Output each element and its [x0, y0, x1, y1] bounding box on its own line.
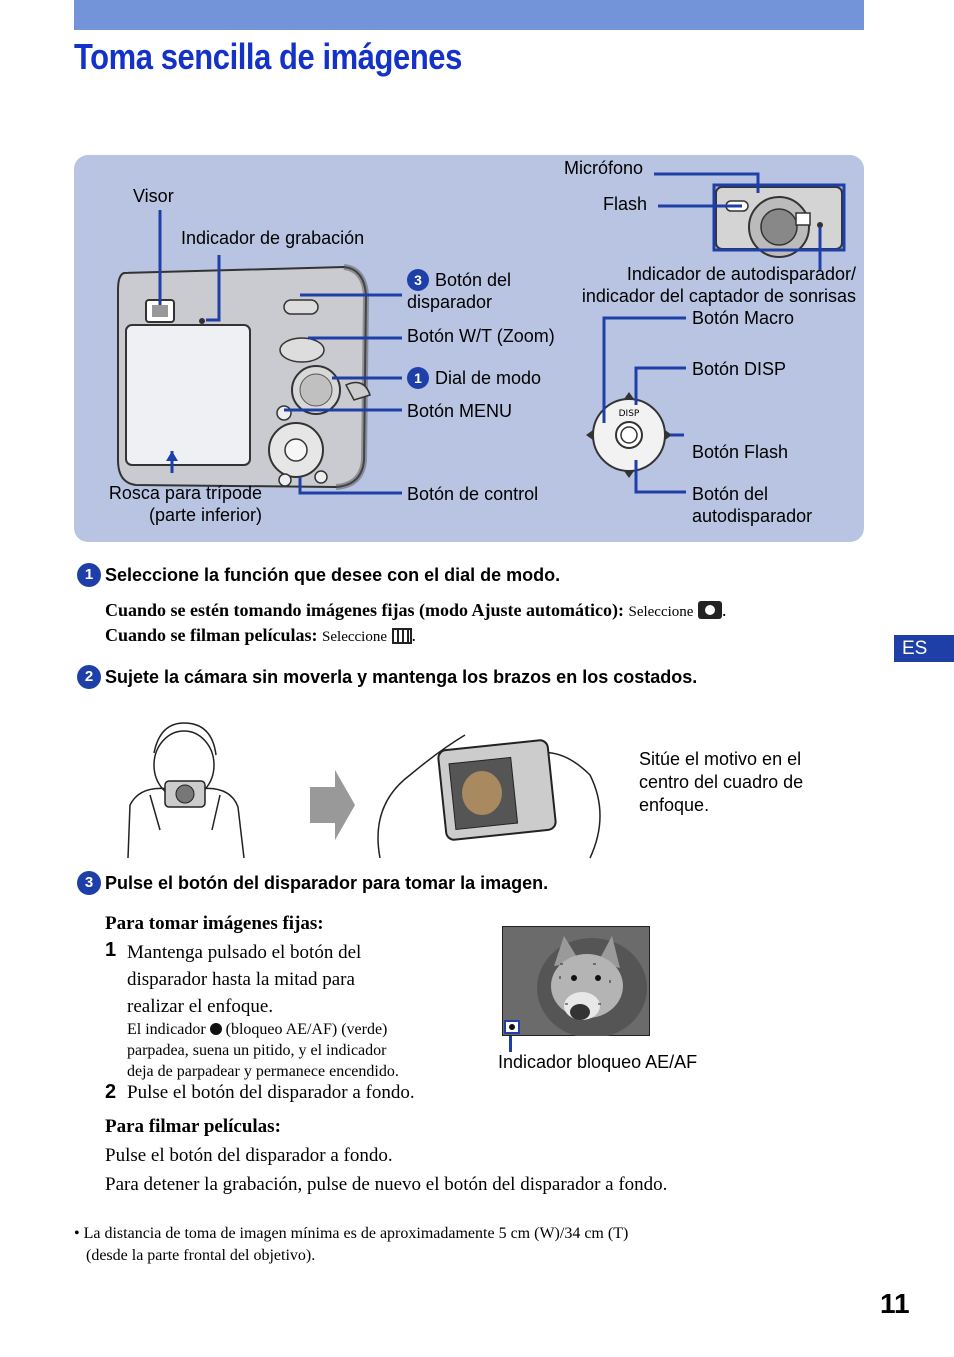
ae-leader-line [509, 1036, 512, 1052]
camera-diagram-art: DISP [117, 172, 846, 495]
item-2-text: Pulse el botón del disparador a fondo. [127, 1082, 415, 1103]
step-3-heading: Pulse el botón del disparador para tomar… [105, 873, 549, 893]
step-1-number: 1 [77, 563, 101, 587]
item-1-note: El indicador (bloqueo AE/AF) (verde) par… [127, 1021, 399, 1080]
peliculas-line-1: Pulse el botón del disparador a fondo. [105, 1145, 393, 1166]
camera-diagram-panel: DISP Visor Indicador de gra [74, 155, 864, 542]
label-indicador-autodisparador: Indicador de autodisparador/indicador de… [581, 264, 856, 306]
label-visor: Visor [133, 186, 174, 206]
focus-preview-image [502, 926, 650, 1036]
ae-af-label: Indicador bloqueo AE/AF [498, 1052, 698, 1072]
camera-front-illustration [715, 186, 843, 258]
language-tab: ES [894, 635, 954, 662]
movie-mode-icon [391, 628, 412, 644]
holding-camera-illustration [127, 722, 601, 859]
page-number: 11 [880, 1288, 910, 1319]
label-boton-control: Botón de control [407, 484, 539, 504]
arrow-icon [310, 770, 355, 840]
callout-number: 3 [407, 269, 429, 291]
fijas-title: Para tomar imágenes fijas: [105, 913, 324, 934]
peliculas-title: Para filmar películas: [105, 1116, 281, 1137]
item-2-number: 2 [105, 1081, 117, 1103]
label-indicador-grabacion: Indicador de grabación [181, 228, 365, 248]
footnote: • La distancia de toma de imagen mínima … [74, 1225, 629, 1264]
control-pad-illustration: DISP [586, 392, 672, 478]
label-boton-menu: Botón MENU [407, 401, 513, 421]
item-1-number: 1 [105, 939, 117, 961]
label-rosca-tripode: Rosca para trípode(parte inferior) [108, 483, 262, 525]
step-3-number: 3 [77, 871, 101, 895]
label-boton-flash: Botón Flash [692, 442, 789, 462]
step-1-line-2: Cuando se filman películas: Seleccione . [105, 625, 416, 645]
step-1-heading: Seleccione la función que desee con el d… [105, 565, 561, 585]
camera-body-illustration [117, 264, 371, 490]
label-boton-disp: Botón DISP [692, 359, 787, 379]
callout-number: 1 [407, 367, 429, 389]
label-flash: Flash [603, 194, 648, 214]
label-boton-macro: Botón Macro [692, 308, 795, 328]
camera-mode-icon [697, 601, 722, 619]
step-2-heading: Sujete la cámara sin moverla y mantenga … [105, 667, 698, 687]
step-1-line-1: Cuando se estén tomando imágenes fijas (… [105, 600, 727, 620]
ae-lock-icon [209, 1023, 222, 1035]
step-2-number: 2 [77, 665, 101, 689]
label-microfono: Micrófono [564, 158, 644, 178]
peliculas-line-2: Para detener la grabación, pulse de nuev… [105, 1174, 668, 1195]
disp-text: DISP [619, 409, 640, 419]
label-boton-wt: Botón W/T (Zoom) [407, 326, 555, 346]
page-title: Toma sencilla de imágenes [74, 36, 462, 77]
header-bar [74, 0, 864, 30]
